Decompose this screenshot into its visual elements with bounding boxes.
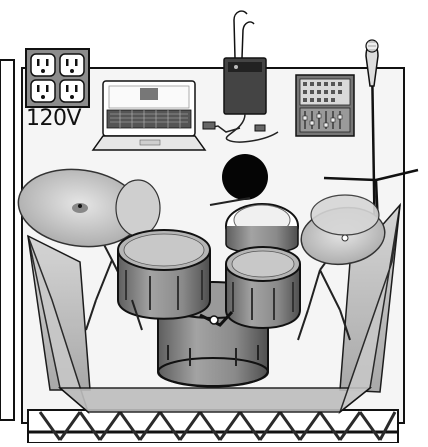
snare-drum xyxy=(226,204,298,253)
laptop xyxy=(93,81,205,150)
tom-left xyxy=(118,230,210,319)
ride-cymbal xyxy=(116,180,160,236)
audio-mixer xyxy=(296,75,354,136)
left-wall xyxy=(0,60,14,420)
power-outlet xyxy=(26,49,89,107)
drummer-head xyxy=(222,154,268,200)
voltage-label: 120V xyxy=(26,108,81,130)
riser-truss xyxy=(28,410,398,443)
tom-right xyxy=(226,247,300,328)
